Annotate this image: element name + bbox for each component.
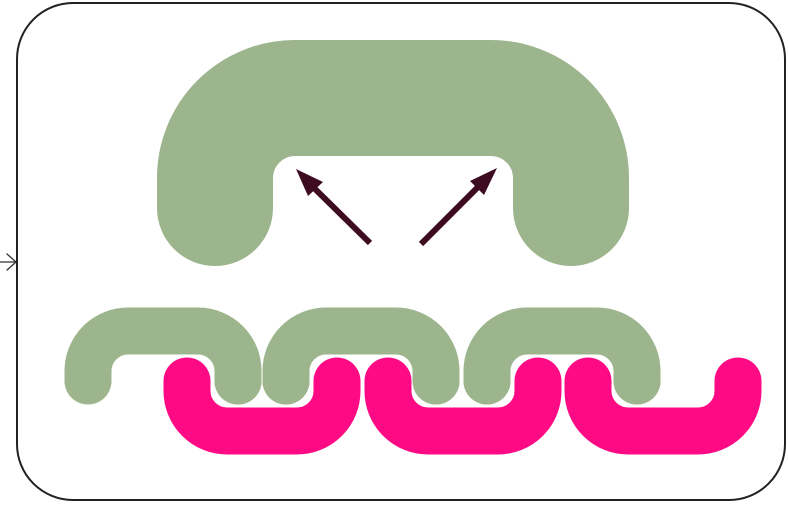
incoming-connector-arrow xyxy=(0,254,16,270)
